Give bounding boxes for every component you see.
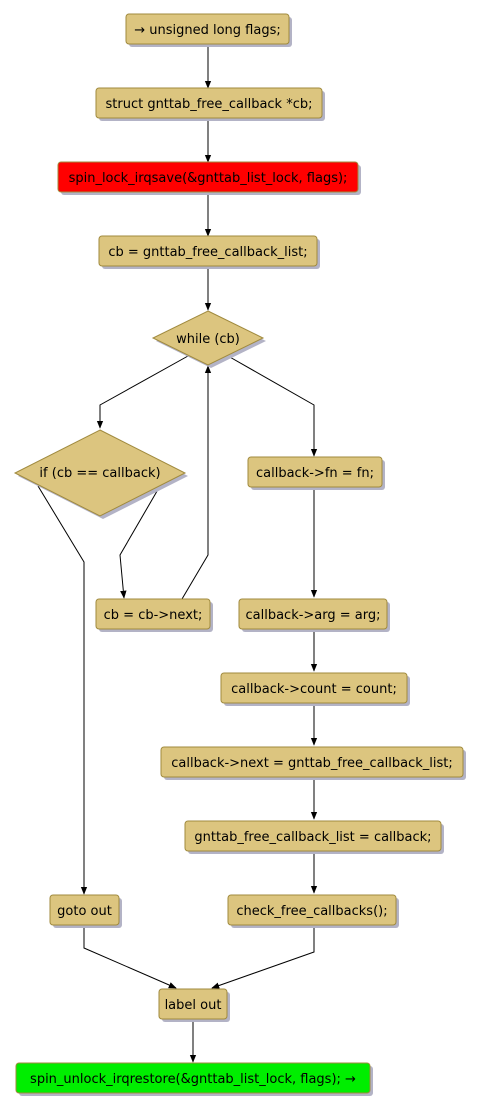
node-assign-cb: cb = gnttab_free_callback_list; [98,235,320,269]
node-diamond [13,429,187,517]
node-decl-cb: struct gnttab_free_callback *cb; [95,87,325,121]
node-set-count: callback->count = count; [220,672,410,706]
node-label: callback->next = gnttab_free_callback_li… [171,756,453,771]
node-if-cb-eq: if (cb == callback) [13,429,188,519]
node-label: spin_unlock_irqrestore(&gnttab_list_lock… [30,1072,356,1087]
node-label: goto out [57,904,112,919]
node-box [160,746,464,778]
node-box [247,456,383,488]
node-box [15,1062,371,1094]
node-label: if (cb == callback) [39,466,160,481]
node-spin-unlock: spin_unlock_irqrestore(&gnttab_list_lock… [15,1062,373,1096]
node-diamond [151,310,265,366]
edge-while-to-if [96,355,189,429]
node-label: callback->count = count; [231,682,397,697]
node-label: callback->arg = arg; [245,608,380,623]
node-label: callback->fn = fn; [256,466,374,481]
node-label: while (cb) [176,332,240,347]
node-decl-flags: → unsigned long flags; [125,13,292,47]
node-set-fn: callback->fn = fn; [247,456,385,490]
edges [37,46,318,1063]
node-box [184,820,442,852]
node-box [95,87,323,119]
edge-while-to-set-fn [227,355,318,457]
edge-cb-next-loop-to-while [181,365,212,600]
node-label: check_free_callbacks(); [236,904,387,919]
edge-goto-to-label-out [83,926,177,989]
node-label: cb = cb->next; [104,608,203,623]
node-cb-next: cb = cb->next; [95,598,213,632]
node-spin-lock: spin_lock_irqsave(&gnttab_list_lock, fla… [57,161,361,195]
node-label: spin_lock_irqsave(&gnttab_list_lock, fla… [69,171,348,186]
node-goto-out: goto out [49,894,122,928]
node-label: cb = gnttab_free_callback_list; [108,245,307,260]
node-check-free: check_free_callbacks(); [227,894,399,928]
node-label: → unsigned long flags; [134,23,281,38]
node-box [227,894,397,926]
node-box [125,13,290,45]
node-set-arg: callback->arg = arg; [238,598,390,632]
edge-check-to-label-out [211,926,315,989]
node-box [95,598,211,630]
node-label: struct gnttab_free_callback *cb; [105,97,312,112]
node-set-list: gnttab_free_callback_list = callback; [184,820,444,854]
node-set-next: callback->next = gnttab_free_callback_li… [160,746,466,780]
node-box [57,161,359,193]
node-label-out: label out [158,988,230,1022]
node-box [98,235,318,267]
edge-if-false-to-goto [37,485,88,895]
node-box [238,598,388,630]
node-label: label out [165,998,222,1013]
node-while-cb: while (cb) [151,310,266,368]
nodes: → unsigned long flags; struct gnttab_fre… [13,13,466,1096]
node-label: gnttab_free_callback_list = callback; [194,830,431,845]
edge-if-true-to-cb-next [119,485,161,599]
node-box [49,894,120,926]
node-box [220,672,408,704]
node-box [158,988,228,1020]
